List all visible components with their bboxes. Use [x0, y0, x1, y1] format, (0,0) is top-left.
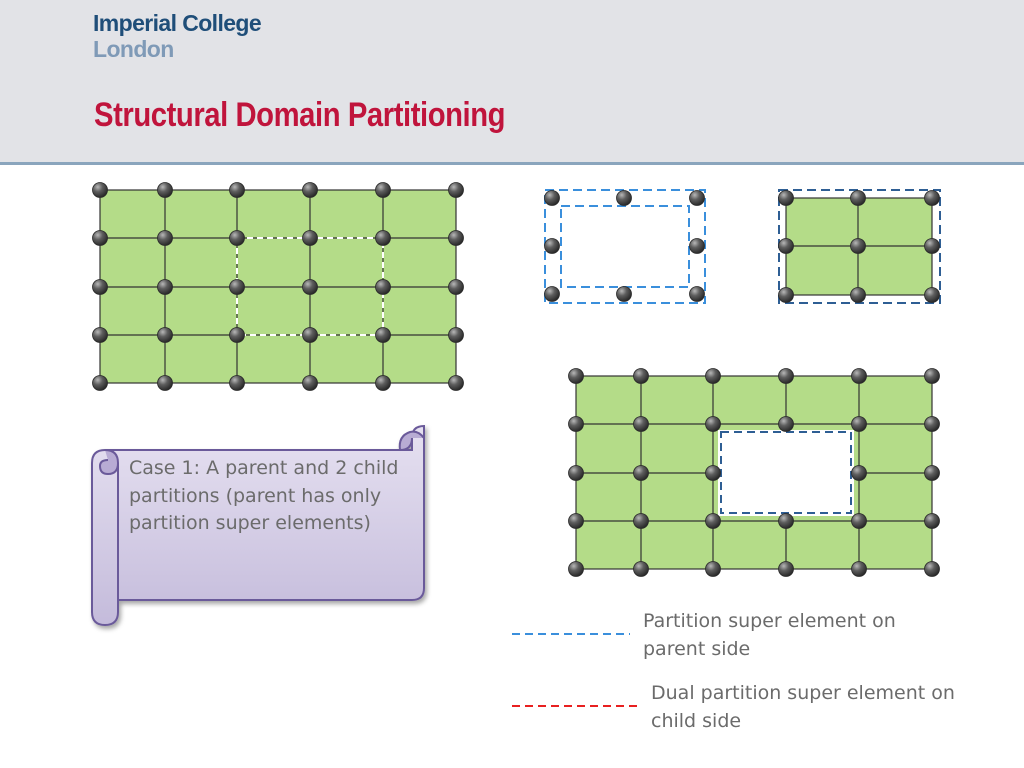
mesh-node: [924, 238, 940, 254]
mesh-node: [302, 182, 318, 198]
mesh-node: [705, 368, 721, 384]
mesh-node: [705, 561, 721, 577]
mesh-node: [850, 287, 866, 303]
mesh-node: [689, 238, 705, 254]
mesh-node: [448, 375, 464, 391]
mesh-node: [851, 416, 867, 432]
mesh-node: [302, 375, 318, 391]
mesh-node: [375, 327, 391, 343]
logo-line-2: London: [93, 36, 174, 62]
scroll-text: Case 1: A parent and 2 child partitions …: [129, 457, 399, 534]
mesh-node: [544, 286, 560, 302]
mesh-node: [778, 513, 794, 529]
mesh-node: [778, 416, 794, 432]
mesh-node: [229, 279, 245, 295]
mesh-node: [689, 286, 705, 302]
mesh-node: [851, 465, 867, 481]
mesh-node: [92, 375, 108, 391]
mesh-node: [229, 182, 245, 198]
mesh-node: [448, 182, 464, 198]
mesh-node: [778, 238, 794, 254]
mesh-node: [375, 230, 391, 246]
mesh-node: [924, 416, 940, 432]
mesh-node: [705, 465, 721, 481]
mesh-node: [448, 279, 464, 295]
mesh-node: [705, 416, 721, 432]
mesh-node: [568, 368, 584, 384]
mesh-node: [157, 279, 173, 295]
mesh-node: [633, 513, 649, 529]
mesh-node: [633, 561, 649, 577]
mesh-node: [778, 190, 794, 206]
mesh-node: [157, 375, 173, 391]
mesh-node: [302, 230, 318, 246]
mesh-node: [924, 561, 940, 577]
mesh-node: [229, 375, 245, 391]
mesh-node: [92, 327, 108, 343]
mesh-node: [633, 465, 649, 481]
mesh-node: [544, 238, 560, 254]
mesh-node: [851, 368, 867, 384]
mesh-node: [568, 416, 584, 432]
legend-child-label: Dual partition super element on child si…: [651, 682, 955, 732]
mesh-node: [375, 375, 391, 391]
mesh-node: [924, 287, 940, 303]
mesh-node: [229, 230, 245, 246]
mesh-node: [544, 190, 560, 206]
child-partition-a: [544, 189, 706, 304]
mesh-node: [302, 279, 318, 295]
parent-mesh-with-hole: [568, 368, 940, 577]
mesh-node: [924, 465, 940, 481]
child-partition-b: [778, 189, 941, 304]
parent-mesh: [92, 182, 464, 391]
mesh-node: [568, 561, 584, 577]
mesh-node: [850, 238, 866, 254]
mesh-node: [448, 327, 464, 343]
mesh-node: [448, 230, 464, 246]
mesh-node: [616, 190, 632, 206]
mesh-node: [157, 327, 173, 343]
mesh-node: [705, 513, 721, 529]
mesh-node: [229, 327, 245, 343]
mesh-node: [157, 182, 173, 198]
mesh-node: [778, 561, 794, 577]
mesh-node: [633, 368, 649, 384]
slide-header: Imperial College London Structural Domai…: [0, 0, 1024, 165]
hole-boundary: [720, 431, 852, 514]
mesh-node: [375, 182, 391, 198]
mesh-node: [778, 287, 794, 303]
mesh-node: [633, 416, 649, 432]
mesh-node: [851, 513, 867, 529]
mesh-node: [302, 327, 318, 343]
scroll-callout: [91, 424, 425, 627]
mesh-node: [850, 190, 866, 206]
mesh-node: [92, 279, 108, 295]
mesh-node: [778, 368, 794, 384]
mesh-node: [851, 561, 867, 577]
mesh-node: [568, 513, 584, 529]
mesh-node: [92, 230, 108, 246]
slide-title: Structural Domain Partitioning: [94, 96, 506, 134]
mesh-node: [616, 286, 632, 302]
mesh-node: [924, 368, 940, 384]
mesh-node: [924, 190, 940, 206]
mesh-node: [157, 230, 173, 246]
mesh-node: [924, 513, 940, 529]
mesh-node: [92, 182, 108, 198]
legend-parent-label: Partition super element on parent side: [643, 610, 896, 660]
mesh-node: [375, 279, 391, 295]
mesh-node: [568, 465, 584, 481]
mesh-node: [689, 190, 705, 206]
logo-line-1: Imperial College: [93, 10, 262, 36]
